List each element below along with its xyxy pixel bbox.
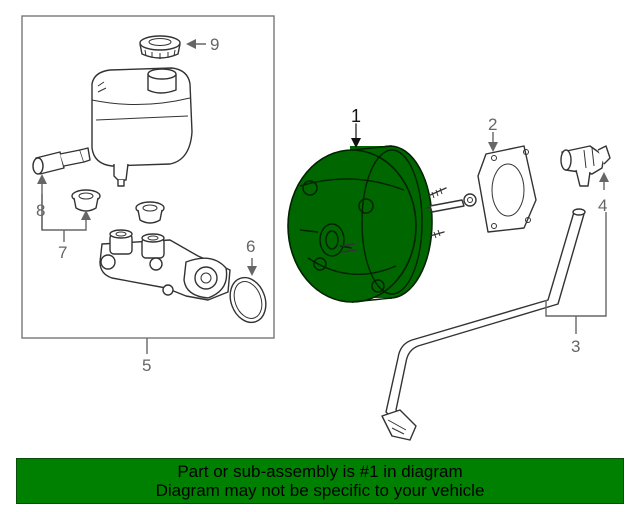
callout-4: 4 [598, 196, 607, 215]
reservoir-cap [139, 35, 181, 59]
master-cylinder-o-ring [229, 276, 267, 324]
fluid-level-sensor [32, 147, 91, 175]
callout-6: 6 [246, 237, 255, 256]
diagram-notice-banner: Part or sub-assembly is #1 in diagram Di… [16, 458, 624, 504]
vacuum-check-valve [560, 145, 611, 187]
banner-line-1: Part or sub-assembly is #1 in diagram [177, 462, 463, 481]
master-cylinder-body [99, 229, 231, 301]
booster-pushrod [429, 193, 477, 213]
reservoir-grommet-right [135, 201, 165, 224]
banner-line-2: Diagram may not be specific to your vehi… [155, 481, 485, 500]
fluid-reservoir [91, 67, 193, 187]
reservoir-grommet-left [71, 189, 101, 212]
callout-3: 3 [571, 337, 580, 356]
assembly-box [21, 15, 275, 339]
parts-diagram: 1 2 3 4 5 6 7 8 9 [21, 15, 611, 441]
brake-booster [287, 145, 433, 303]
leader-lines [37, 39, 609, 354]
callout-1: 1 [351, 106, 361, 126]
vacuum-hose [381, 208, 586, 441]
booster-gasket [477, 145, 537, 233]
callout-9: 9 [210, 35, 219, 54]
callout-5: 5 [142, 356, 151, 375]
callout-2: 2 [488, 115, 497, 134]
callout-8: 8 [36, 201, 45, 220]
callout-7: 7 [58, 243, 67, 262]
